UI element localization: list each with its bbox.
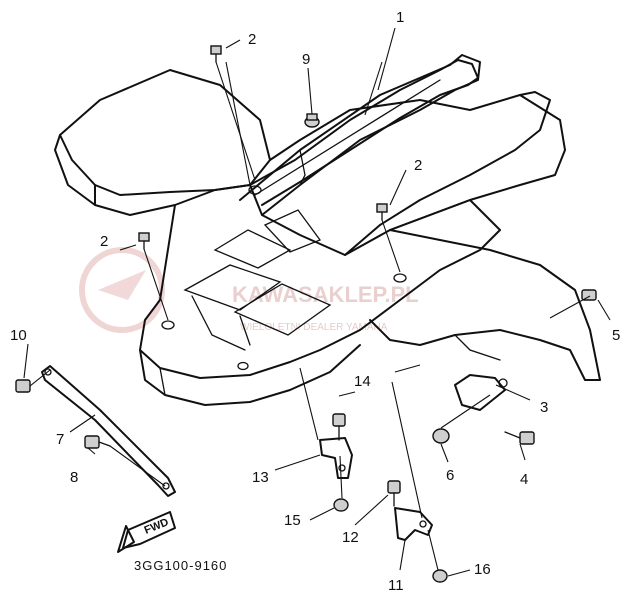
part-13-bracket: [319, 437, 353, 479]
screw-2c: [376, 203, 388, 221]
rear-fender: [54, 54, 601, 406]
bolt-12: [387, 480, 401, 507]
watermark-logo: KAWASAKLEP.PL WIELOLETNI DEALER YAMAHA: [79, 247, 419, 333]
callout-4: 4: [520, 471, 528, 488]
nut-15: [333, 498, 349, 512]
bolt-8: [84, 435, 111, 449]
watermark-tagline: WIELOLETNI DEALER YAMAHA: [240, 322, 388, 333]
callout-6: 6: [446, 467, 454, 484]
bolt-14: [332, 413, 346, 441]
callout-10: 10: [10, 327, 27, 344]
callout-7: 7: [56, 431, 64, 448]
callout-5: 5: [612, 327, 620, 344]
grommet-5: [581, 289, 597, 301]
part-1-rail: [249, 59, 479, 206]
part-code: 3GG100-9160: [134, 558, 227, 573]
callout-16: 16: [474, 561, 491, 578]
part-3-bracket: [454, 374, 508, 411]
callouts: 1 2 2 2 3 4 5 6 7 8 9 10 11 12 13 14 15 …: [10, 9, 620, 594]
nut-16: [432, 569, 448, 583]
callout-2-top: 2: [248, 31, 256, 48]
fwd-arrow: FWD: [117, 511, 176, 553]
part-11-bracket: [394, 507, 433, 541]
screw-2a: [210, 45, 222, 63]
grommet-9: [304, 113, 320, 128]
callout-8: 8: [70, 469, 78, 486]
fwd-label: FWD: [143, 516, 171, 537]
callout-11: 11: [388, 577, 404, 594]
callout-2-right: 2: [414, 157, 422, 174]
fasteners: [15, 45, 597, 583]
nut-6: [432, 428, 450, 444]
bolt-4: [504, 431, 535, 445]
callout-9: 9: [302, 51, 310, 68]
leader-lines: [23, 27, 611, 577]
callout-12: 12: [342, 529, 359, 546]
callout-1: 1: [396, 9, 404, 26]
part-7-stay: [41, 365, 176, 497]
callout-13: 13: [252, 469, 269, 486]
callout-3: 3: [540, 399, 548, 416]
callout-15: 15: [284, 512, 301, 529]
callout-14: 14: [354, 373, 371, 390]
nut-10: [15, 379, 31, 393]
screw-2b: [138, 232, 150, 250]
callout-2-left: 2: [100, 233, 108, 250]
